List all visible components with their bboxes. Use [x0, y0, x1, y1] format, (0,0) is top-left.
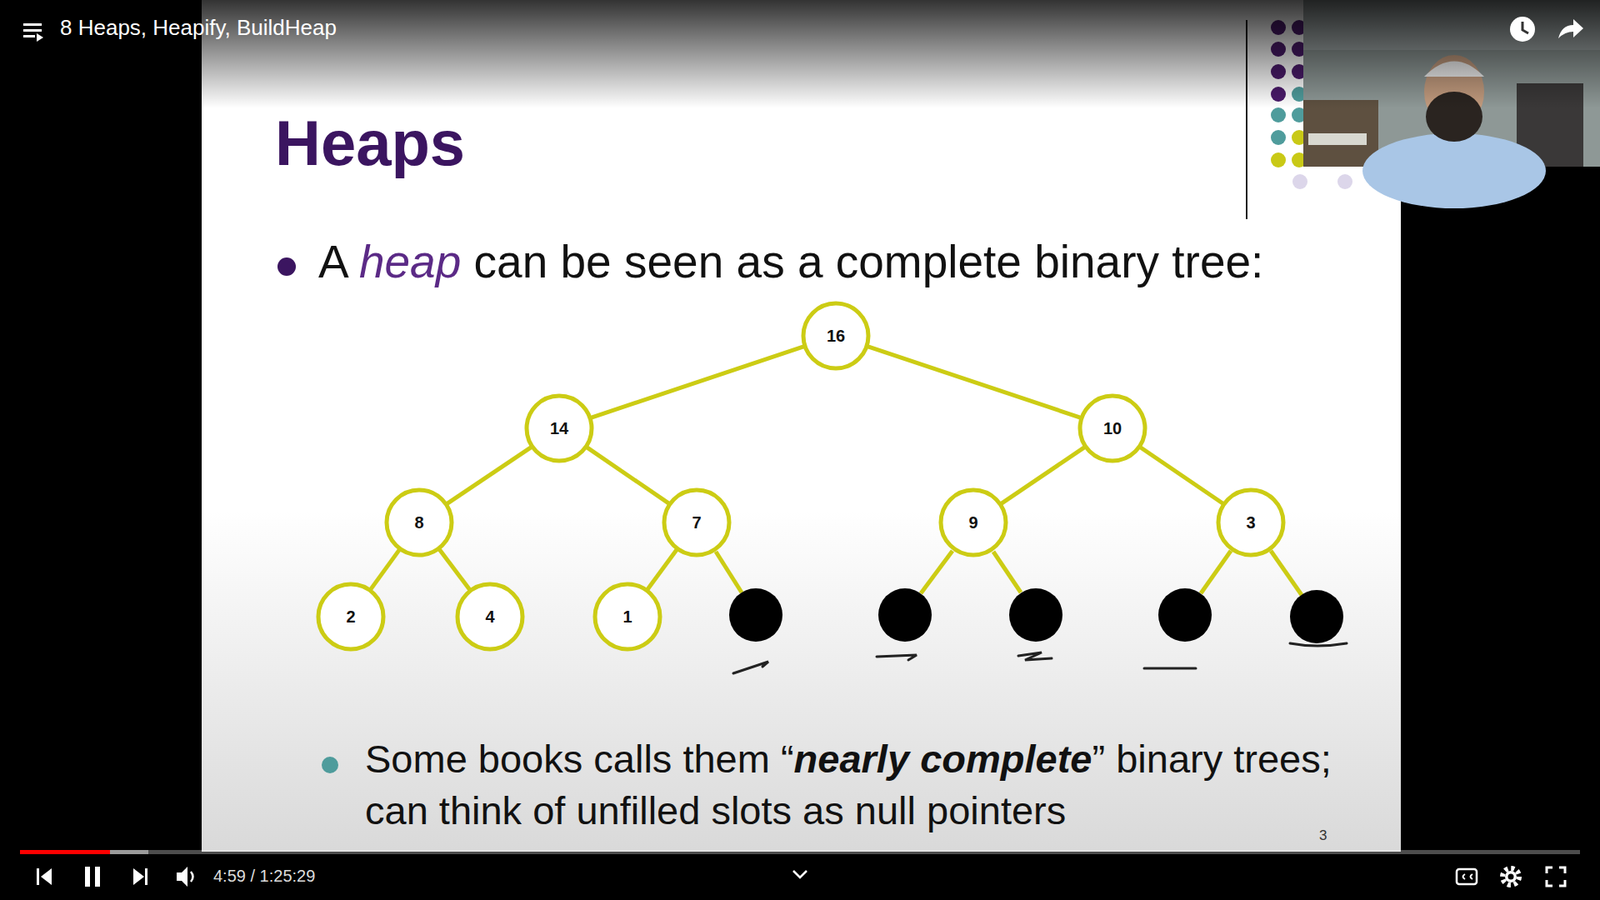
edge-line	[370, 549, 400, 590]
tree-edge	[446, 446, 532, 504]
tree-edge	[647, 549, 678, 590]
node-value: 8	[414, 513, 424, 533]
node-value: 3	[1245, 513, 1255, 533]
node-outline	[1080, 395, 1145, 461]
node-value: 14	[550, 419, 569, 439]
top-shade	[0, 0, 1600, 109]
tree-edge	[1000, 446, 1085, 504]
playlist-icon	[23, 23, 44, 42]
bullet-dot	[321, 756, 339, 774]
heap-node: 2	[315, 581, 386, 652]
node-outline	[803, 303, 869, 369]
tree-edge	[370, 549, 400, 590]
player-controls	[36, 866, 1565, 887]
null-slots	[729, 588, 1344, 644]
node-outline	[386, 490, 452, 555]
progress-buffer	[20, 850, 149, 855]
heap-node: 8	[384, 487, 455, 558]
node-outline	[457, 584, 523, 650]
node-value: 10	[1103, 419, 1122, 439]
heap-node: 16	[800, 300, 871, 371]
slide-panel	[201, 0, 1401, 852]
edge-line	[1000, 446, 1085, 504]
share-icon	[1558, 19, 1584, 39]
heap-node: 3	[1215, 487, 1286, 558]
slide-number: 3	[1319, 827, 1327, 845]
clock-icon	[1510, 16, 1535, 42]
edge-line	[439, 549, 470, 590]
edge-line	[647, 549, 678, 590]
tree-edge	[439, 549, 470, 590]
heap-node: 4	[455, 581, 525, 652]
node-value: 16	[826, 326, 845, 346]
null-slot-lines	[715, 550, 1302, 595]
node-outline	[318, 584, 384, 650]
progress-played	[20, 850, 110, 855]
heap-node: 10	[1077, 393, 1148, 464]
edge-line	[446, 446, 532, 504]
heap-node: 7	[661, 487, 732, 558]
node-value: 7	[691, 513, 701, 533]
video-title: 8 Heaps, Heapify, BuildHeap	[60, 15, 337, 41]
bullet-text: Some books calls them “nearly complete” …	[365, 733, 1386, 837]
time-display: 4:59 / 1:25:29	[213, 866, 315, 886]
node-outline	[664, 490, 730, 555]
node-value: 9	[968, 513, 978, 533]
edge-line	[586, 447, 670, 505]
heap-node: 9	[938, 487, 1009, 558]
tree-edge	[586, 447, 670, 505]
tree-edge	[867, 346, 1081, 419]
edge-line	[867, 346, 1081, 419]
bullet-text: A heap can be seen as a complete binary …	[318, 232, 1285, 291]
heap-node: 1	[592, 581, 663, 652]
heap-node: 14	[524, 393, 595, 464]
tree-edge	[590, 346, 805, 419]
node-value: 2	[345, 607, 355, 627]
edge-line	[590, 346, 805, 419]
node-value: 4	[485, 607, 495, 627]
node-value: 1	[622, 607, 632, 627]
node-outline	[1218, 490, 1284, 555]
progress-track	[20, 850, 1580, 855]
node-outline	[595, 584, 660, 650]
node-outline	[940, 490, 1006, 555]
edge-line	[1140, 447, 1224, 505]
hand-scribbles	[733, 643, 1347, 674]
bullet-dot	[277, 257, 296, 276]
node-outline	[526, 395, 592, 461]
slide-title: Heaps	[275, 106, 465, 180]
tree-edge	[1140, 447, 1224, 505]
